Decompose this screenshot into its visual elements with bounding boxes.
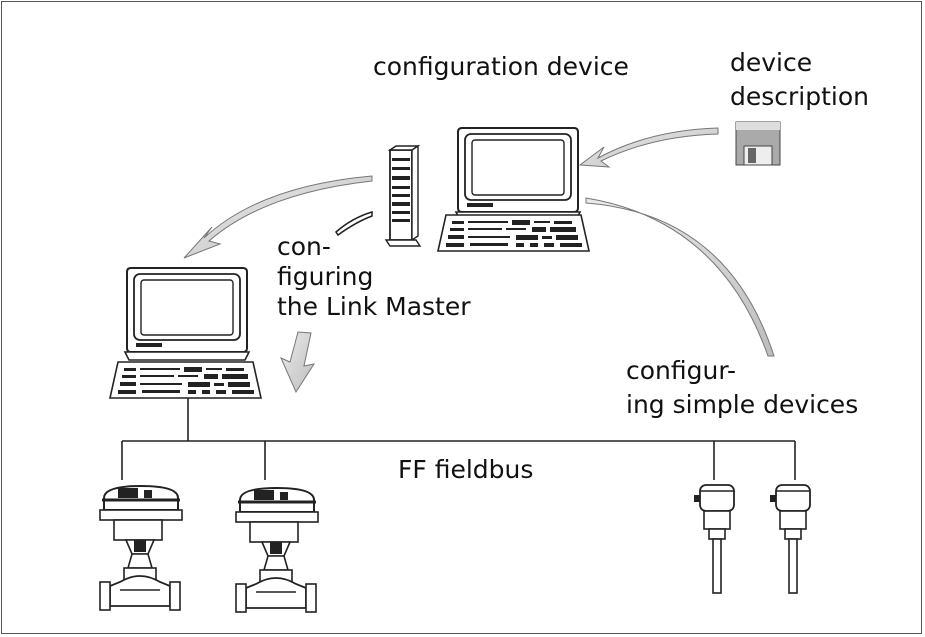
transmitter-icon bbox=[693, 484, 735, 594]
keyboard-icon bbox=[437, 214, 590, 252]
control-valve-icon bbox=[98, 484, 184, 612]
configuration-device-label: configuration device bbox=[373, 52, 629, 81]
configuring-link-master-label-line3: the Link Master bbox=[277, 292, 471, 321]
device-description-label-line2: description bbox=[730, 82, 870, 111]
configuring-simple-devices-label-line1: configur- bbox=[626, 356, 737, 385]
floppy-disk-icon bbox=[735, 121, 781, 166]
configuring-link-master-label-line2: figuring bbox=[277, 262, 374, 291]
monitor-icon bbox=[455, 127, 581, 221]
link-master-computer bbox=[109, 267, 262, 399]
configuration-device-computer bbox=[384, 127, 590, 252]
pc-tower-icon bbox=[384, 144, 422, 247]
device-description-label-line1: device bbox=[730, 48, 813, 77]
curved-arrow-icon bbox=[183, 127, 775, 394]
control-valve-icon bbox=[234, 486, 320, 614]
fieldbus-lines bbox=[121, 398, 796, 480]
ff-fieldbus-label: FF fieldbus bbox=[398, 455, 534, 484]
transmitter-icon bbox=[769, 484, 811, 594]
configuring-link-master-label-line1: con- bbox=[277, 232, 331, 261]
configuring-simple-devices-label-line2: ing simple devices bbox=[626, 390, 859, 419]
